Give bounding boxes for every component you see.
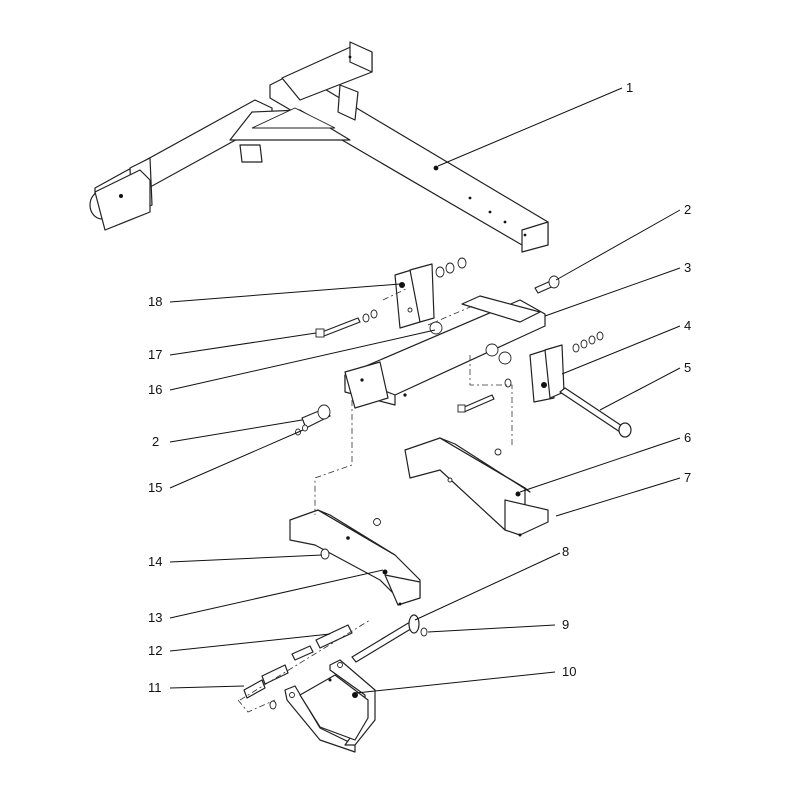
part-13-lower-cradle [289, 509, 421, 606]
callout-labels: 1 2 3 4 5 6 7 8 9 10 11 12 13 14 15 2 16… [148, 80, 691, 695]
callout-8: 8 [562, 544, 569, 559]
part-3-cross-member [344, 295, 546, 409]
callout-2-lower: 2 [152, 434, 159, 449]
callout-2-upper: 2 [684, 202, 691, 217]
callout-9: 9 [562, 617, 569, 632]
callout-18: 18 [148, 294, 162, 309]
hardware-nuts-top [362, 257, 467, 323]
callout-15: 15 [148, 480, 162, 495]
part-12-roller [291, 624, 353, 661]
callout-17: 17 [148, 347, 162, 362]
part-14-nut [320, 548, 330, 560]
part-2-pin-lower [295, 404, 331, 436]
callout-14: 14 [148, 554, 162, 569]
part-17-bolt [315, 317, 361, 338]
part-11-roller [243, 664, 289, 699]
callout-7: 7 [684, 470, 691, 485]
callout-1: 1 [626, 80, 633, 95]
callout-13: 13 [148, 610, 162, 625]
callout-6: 6 [684, 430, 691, 445]
part-5-long-pin [559, 387, 632, 438]
callout-16: 16 [148, 382, 162, 397]
part-2-pin-upper [534, 275, 560, 294]
callout-4: 4 [684, 318, 691, 333]
part-9-clip [420, 627, 428, 637]
part-10-base-cradle [269, 659, 376, 753]
part-1-a-frame [89, 41, 549, 253]
callout-5: 5 [684, 360, 691, 375]
callout-11: 11 [148, 680, 162, 695]
part-4-right-bracket [529, 331, 604, 403]
callout-12: 12 [148, 643, 162, 658]
leader-lines [169, 87, 681, 694]
part-18-upper-bracket [394, 263, 435, 329]
callout-10: 10 [562, 664, 576, 679]
assembly-centerlines [237, 287, 513, 713]
callout-3: 3 [684, 260, 691, 275]
part-8-long-pin [351, 614, 420, 663]
hardware-bolt-mid [457, 378, 512, 413]
part-6-upper-cradle [404, 437, 549, 537]
